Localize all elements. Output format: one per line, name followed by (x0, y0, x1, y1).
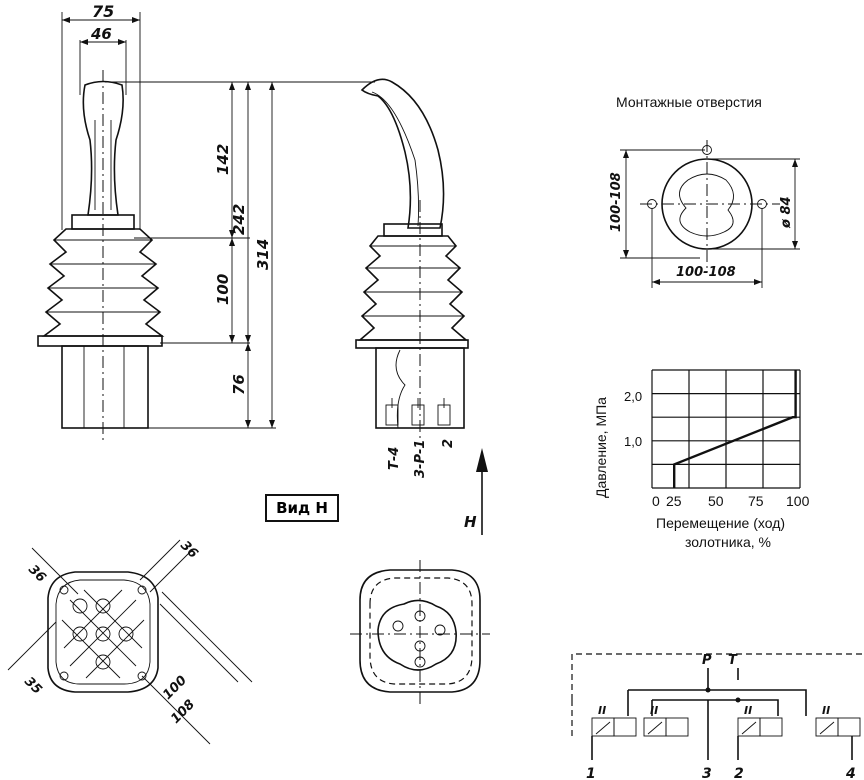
dim-242: 242 (230, 204, 248, 235)
bottom-dim-36b: 36 (177, 538, 200, 561)
port-label-t4: Т-4 (387, 447, 402, 470)
valve-mark-2: II (650, 704, 658, 717)
chart-series-line (673, 370, 797, 488)
port-4: 4 (845, 766, 856, 780)
view-h-drawing (350, 560, 490, 704)
dim-76: 76 (230, 374, 248, 395)
chart-grid (651, 369, 801, 489)
valve-mark-3: II (744, 704, 752, 717)
side-view: Т-4 3-Р-1 2 Н (355, 78, 488, 535)
valve-mark-1: II (598, 704, 606, 717)
port-1: 1 (586, 766, 596, 780)
view-arrow-label: Н (464, 513, 477, 531)
dim-314: 314 (254, 239, 272, 270)
chart-xlabel-line2: золотника, % (685, 534, 771, 550)
x-tick-100: 100 (786, 493, 810, 509)
x-tick-25: 25 (666, 493, 682, 509)
y-tick-1: 1,0 (624, 434, 642, 449)
x-tick-75: 75 (748, 493, 764, 509)
valve-mark-4: II (822, 704, 830, 717)
pressure-chart: Давление, МПа 0 25 50 75 100 2,0 1,0 Пер… (593, 369, 810, 550)
x-tick-0: 0 (652, 493, 660, 509)
dim-46: 46 (90, 25, 112, 43)
y-tick-2: 2,0 (624, 389, 642, 404)
hydraulic-schematic: Р Т II II II II 1 3 2 4 (571, 653, 864, 780)
bottom-dim-35: 35 (21, 674, 44, 697)
port-3: 3 (702, 766, 712, 780)
port-label-3p1: 3-Р-1 (413, 440, 428, 478)
mounting-holes: Монтажные отверстия 100-108 100-108 ø 84 (609, 94, 800, 288)
bottom-left-view: 36 36 35 100 108 (7, 538, 253, 745)
mounting-dim-vertical: 100-108 (609, 172, 624, 232)
front-view: 75 46 142 242 314 100 76 (37, 2, 375, 440)
dim-142: 142 (214, 144, 232, 175)
x-tick-50: 50 (708, 493, 724, 509)
bottom-dim-108: 108 (168, 697, 198, 727)
port-label-2: 2 (441, 439, 456, 448)
mounting-dim-horizontal: 100-108 (676, 265, 736, 280)
bottom-dim-36a: 36 (25, 562, 48, 585)
dim-100: 100 (214, 274, 232, 305)
chart-xlabel-line1: Перемещение (ход) (656, 515, 785, 531)
mounting-title: Монтажные отверстия (616, 94, 762, 110)
dim-75: 75 (92, 2, 114, 21)
view-label: Вид Н (265, 494, 339, 522)
chart-ticks: 0 25 50 75 100 2,0 1,0 (624, 389, 810, 509)
hydraulic-label-t: Т (728, 653, 738, 668)
chart-ylabel: Давление, МПа (593, 397, 609, 498)
mounting-dim-diameter: ø 84 (779, 196, 794, 229)
port-2: 2 (734, 766, 744, 780)
hydraulic-label-p: Р (702, 653, 712, 668)
